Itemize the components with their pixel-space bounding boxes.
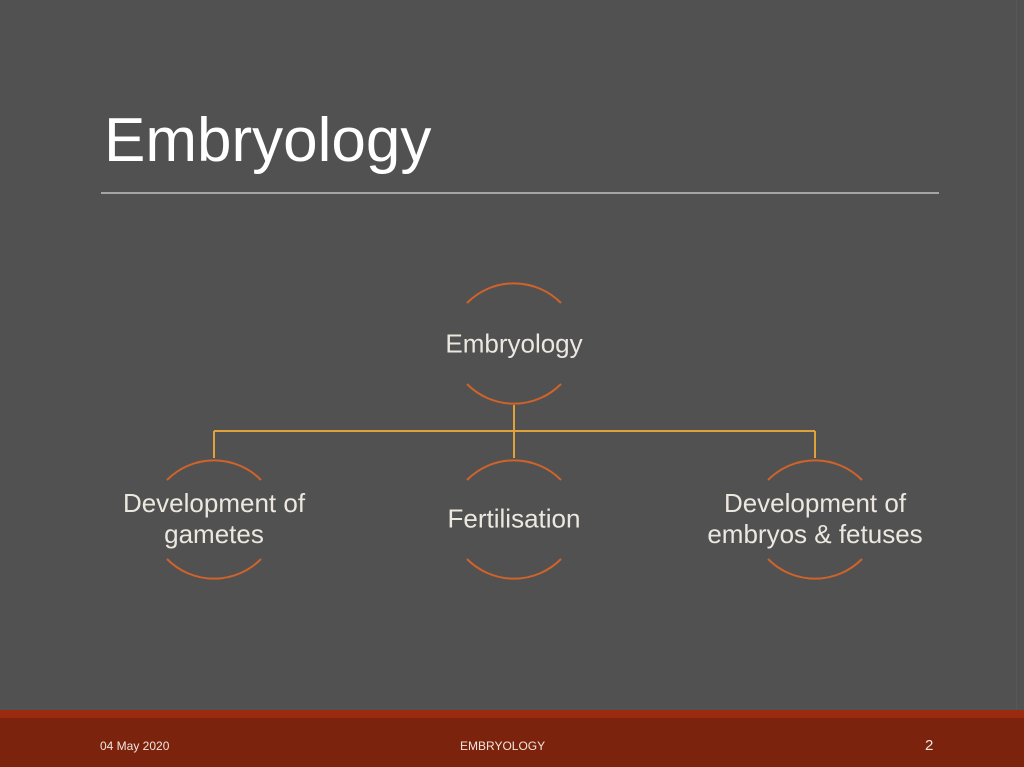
slide-edge-line (1016, 0, 1017, 710)
slide-number: 2 (925, 737, 934, 754)
title-underline (101, 192, 939, 194)
child-node-2-arcs (466, 459, 562, 580)
child-node-gametes-line1: Development of (122, 488, 306, 518)
child-node-gametes-line2: gametes (164, 519, 264, 549)
child-node-gametes: Development of gametes (123, 488, 305, 550)
child-node-fertilisation-text: Fertilisation (447, 503, 581, 534)
slide-title: Embryology (104, 106, 432, 175)
footer-date: 04 May 2020 (100, 739, 170, 753)
child-node-fertilisation: Fertilisation (448, 504, 581, 535)
footer-stripe (0, 710, 1024, 718)
footer-band (0, 710, 1024, 767)
child-node-1-arcs (166, 459, 262, 580)
root-node-text: Embryology (445, 328, 583, 359)
child-node-embryos: Development of embryos & fetuses (707, 488, 922, 550)
child-node-3-arcs (767, 459, 863, 580)
connector-lines (213, 405, 816, 458)
child-node-embryos-line1: Development of (723, 488, 907, 518)
root-node-label: Embryology (445, 329, 582, 360)
child-node-embryos-line2: embryos & fetuses (707, 519, 923, 549)
footer-title: EMBRYOLOGY (460, 739, 546, 753)
root-node-arcs (466, 282, 562, 405)
